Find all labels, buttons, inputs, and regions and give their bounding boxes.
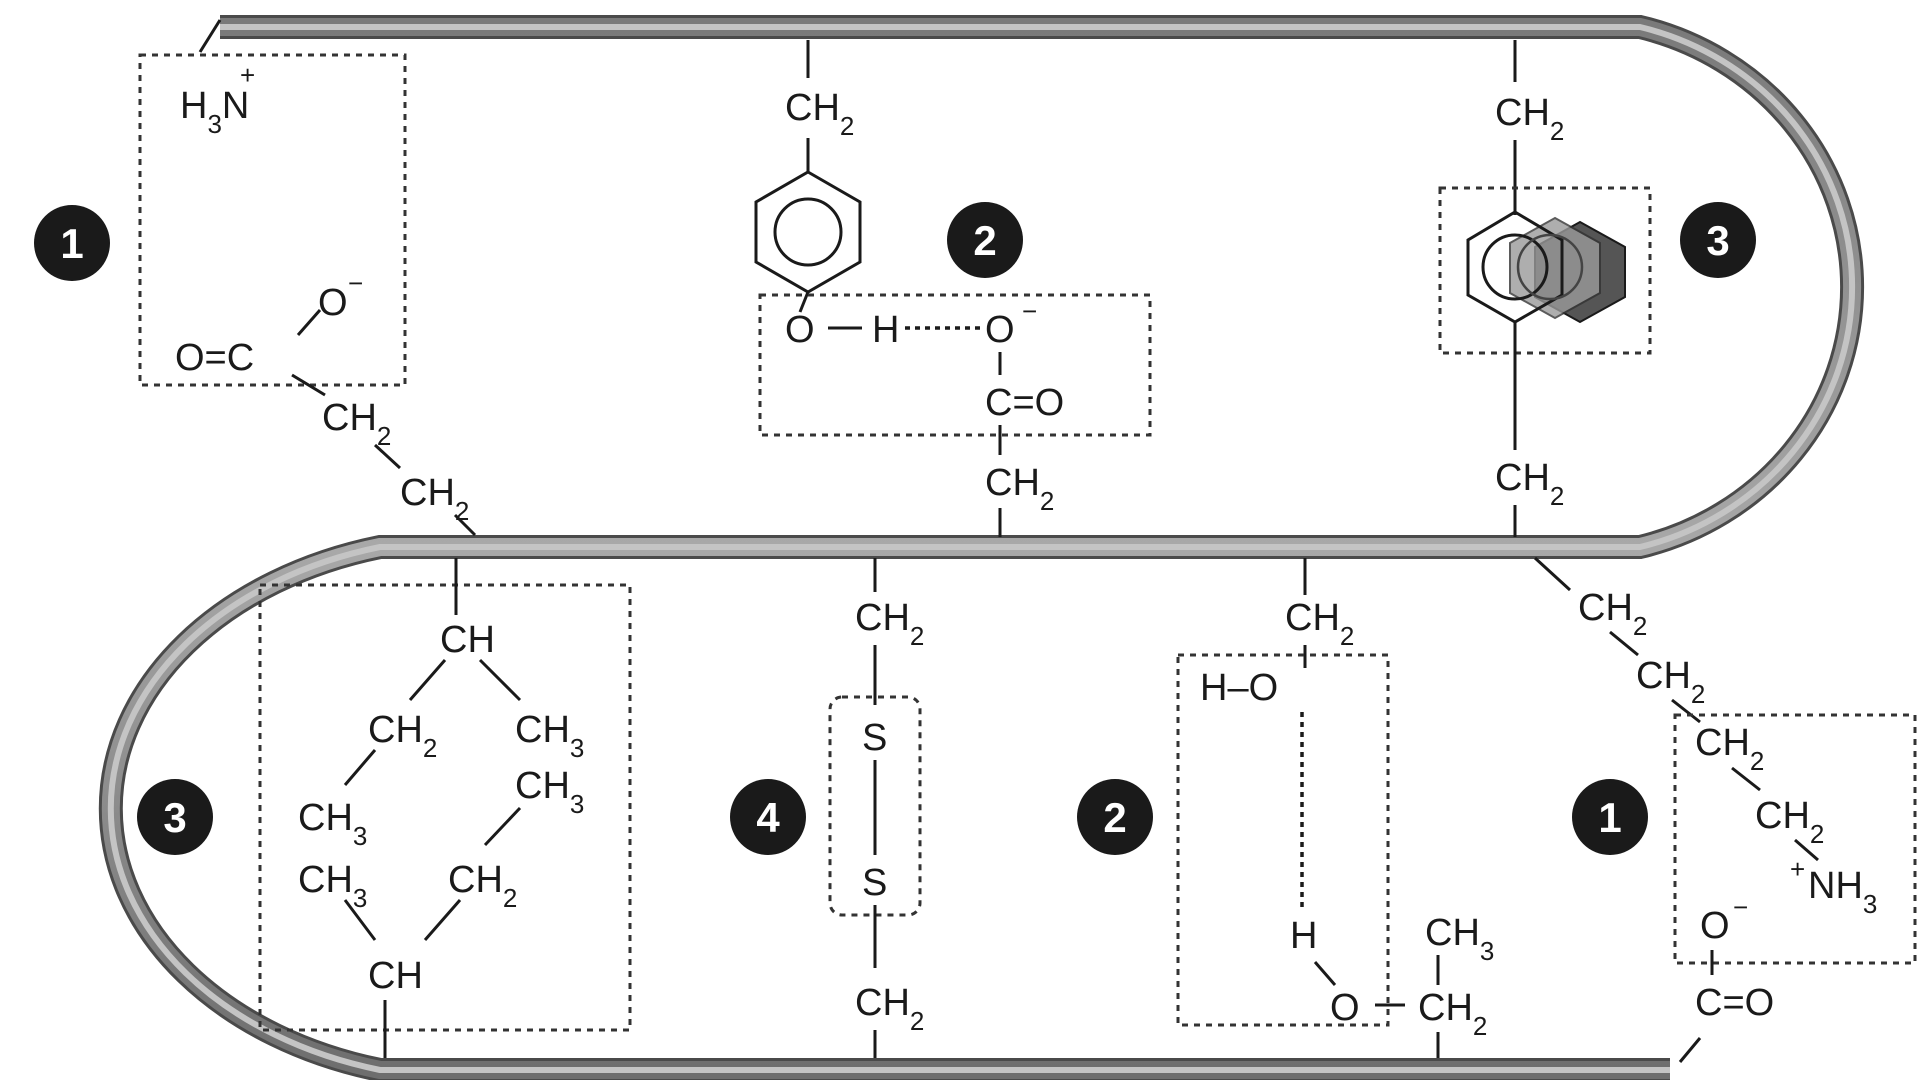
ch2-label: CH2 (368, 709, 437, 763)
hydrogen-bond-region-bottom: CH2 H–O H O CH3 CH2 (1176, 558, 1494, 1058)
ch2-label: CH2 (1418, 987, 1487, 1041)
svg-text:2: 2 (1103, 794, 1126, 841)
ch2-label: CH2 (985, 462, 1054, 516)
ionic-bond-box-top (138, 53, 407, 387)
ionic-bond-box-bottom (1673, 713, 1917, 965)
svg-text:3: 3 (163, 794, 186, 841)
ammonium-label: NH3 (1808, 865, 1877, 919)
ch3-label: CH3 (515, 765, 584, 819)
hydrogen-bond-box-bottom (1176, 653, 1390, 1027)
carboxyl-charge: − (1022, 296, 1037, 326)
hydrogen-label: H (1290, 915, 1317, 957)
ch2-label: CH2 (448, 859, 517, 913)
ch2-label: CH2 (1755, 795, 1824, 849)
hydroxyl-label: H–O (1200, 667, 1278, 709)
backbone-end-bottom (1678, 1037, 1702, 1063)
ionic-bond-region-top: H3N + O − O=C CH2 CH2 (138, 53, 477, 537)
sulfur-label: S (862, 717, 887, 759)
ch2-label: CH2 (1285, 597, 1354, 651)
ch2-label: CH2 (855, 982, 924, 1036)
disulfide-bond-region: CH2 S S CH2 (828, 558, 924, 1058)
ch3-label: CH3 (1425, 912, 1494, 966)
ch3-label: CH3 (298, 797, 367, 851)
ch2-label: CH2 (1578, 587, 1647, 641)
hydrogen-label: H (872, 309, 899, 351)
ch3-label: CH3 (298, 859, 367, 913)
hydrophobic-box (258, 583, 632, 1032)
svg-text:4: 4 (756, 794, 780, 841)
ch2-label: CH2 (785, 87, 854, 141)
carbonyl-label: C=O (1695, 982, 1774, 1024)
polypeptide-backbone (98, 15, 1865, 1082)
svg-text:1: 1 (60, 220, 83, 267)
amino-charge: + (1790, 854, 1805, 884)
ch-label: CH (440, 619, 495, 661)
badge-3-top: 3 (1680, 202, 1756, 278)
hydrophobic-region-bottom: CH CH2 CH3 CH3 CH3 CH3 CH2 CH (258, 558, 632, 1058)
phenyl-ring (754, 170, 862, 294)
hydrogen-bond-box-top (758, 293, 1152, 437)
svg-text:1: 1 (1598, 794, 1621, 841)
hydrogen-bond-region-top: CH2 O H O − C=O CH2 (754, 40, 1152, 537)
amino-charge: + (240, 60, 255, 90)
badge-1-top: 1 (34, 205, 110, 281)
ch2-label: CH2 (1495, 92, 1564, 146)
ch-label: CH (368, 955, 423, 997)
badge-2-top: 2 (947, 202, 1023, 278)
badge-1-bottom: 1 (1572, 779, 1648, 855)
badge-3-bottom: 3 (137, 779, 213, 855)
ionic-bond-region-bottom: CH2 CH2 CH2 CH2 + NH3 O − C=O (1533, 556, 1917, 1024)
carboxyl-oxygen: O (985, 309, 1015, 351)
ch2-label: CH2 (400, 472, 469, 526)
badge-2-bottom: 2 (1077, 779, 1153, 855)
ch3-label: CH3 (515, 709, 584, 763)
svg-text:3: 3 (1706, 217, 1729, 264)
badge-4-bottom: 4 (730, 779, 806, 855)
carbonyl-label: C=O (985, 382, 1064, 424)
sulfur-label: S (862, 862, 887, 904)
carboxyl-charge: − (348, 268, 363, 298)
oxygen-label: O (1330, 987, 1360, 1029)
amino-group-label: H3N (180, 85, 249, 139)
ch2-label: CH2 (1495, 457, 1564, 511)
carboxyl-oxygen: O (1700, 905, 1730, 947)
carboxyl-charge: − (1733, 892, 1748, 922)
svg-text:2: 2 (973, 217, 996, 264)
stacked-aromatic-rings (1466, 210, 1626, 324)
backbone-end-top (198, 19, 222, 53)
disulfide-box (828, 695, 922, 917)
ch2-label: CH2 (1636, 655, 1705, 709)
ch2-label: CH2 (855, 597, 924, 651)
ring-stacking-region-top: CH2 CH2 (1438, 40, 1652, 537)
carbonyl-label: O=C (175, 337, 254, 379)
ch2-label: CH2 (1695, 722, 1764, 776)
ch2-label: CH2 (322, 397, 391, 451)
hydroxyl-oxygen: O (785, 309, 815, 351)
ring-stacking-box (1438, 186, 1652, 355)
carboxyl-oxygen: O (318, 282, 348, 324)
